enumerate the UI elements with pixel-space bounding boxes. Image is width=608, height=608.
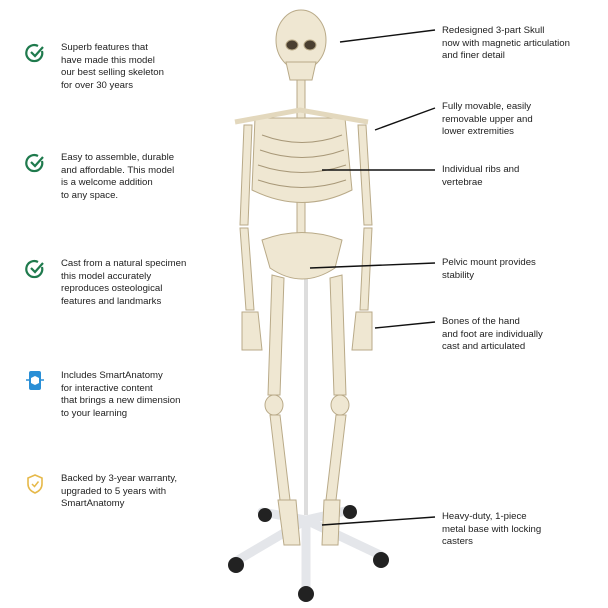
warranty-shield-icon xyxy=(27,474,43,494)
smartanatomy-app-icon xyxy=(26,371,44,390)
callout-pelvic-mount: Pelvic mount provides stability xyxy=(442,257,536,281)
check-circle-icon xyxy=(25,44,44,63)
feature-text: Backed by 3-year warranty, upgraded to 5… xyxy=(61,473,178,510)
feature-text: Includes SmartAnatomy for interactive co… xyxy=(61,370,181,419)
callout-ribs: Individual ribs and vertebrae xyxy=(442,164,520,188)
callout-base: Heavy-duty, 1-piece metal base with lock… xyxy=(442,511,542,548)
callout-lines xyxy=(309,29,436,526)
feature-text: Superb features that have made this mode… xyxy=(61,42,164,91)
check-circle-icon xyxy=(25,260,44,279)
callout-extremities: Fully movable, easily removable upper an… xyxy=(442,101,533,138)
callout-skull: Redesigned 3-part Skull now with magneti… xyxy=(442,25,570,62)
check-circle-icon xyxy=(25,154,44,173)
skeleton xyxy=(234,9,373,546)
feature-text: Easy to assemble, durable and affordable… xyxy=(61,152,175,201)
feature-text: Cast from a natural specimen this model … xyxy=(61,258,187,307)
callout-hand-foot: Bones of the hand and foot are individua… xyxy=(442,316,543,353)
